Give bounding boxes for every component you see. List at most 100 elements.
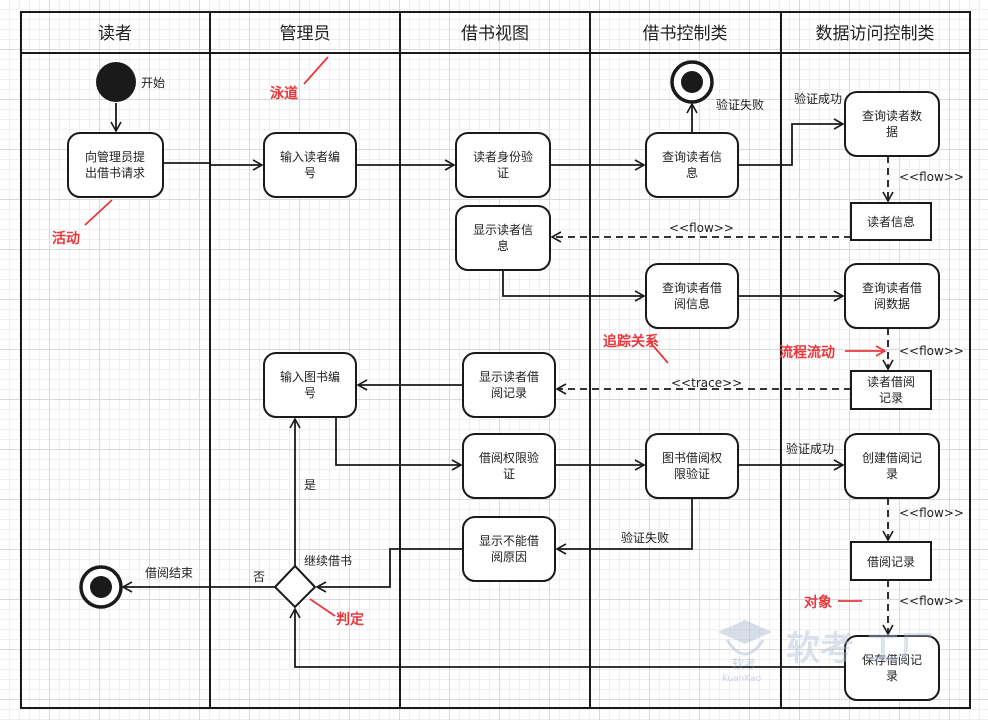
flow-query-info-to-data — [738, 118, 845, 166]
activity-verify-identity[interactable] — [455, 132, 551, 198]
activity-save-record-line2: 录 — [886, 669, 898, 683]
activity-verify-identity-line1: 读者身份验 — [473, 149, 533, 164]
activity-show-reason-line1: 显示不能借 — [479, 534, 539, 548]
label-verify-fail-bottom: 验证失败 — [621, 530, 669, 545]
lane-header-borrow-controller: 借书控制类 — [643, 24, 728, 44]
label-verify-success-top: 验证成功 — [794, 91, 842, 106]
activity-query-borrow-data-line1: 查询读者借 — [862, 281, 922, 295]
label-flow-3: <<flow>> — [899, 344, 964, 358]
object-reader-info[interactable] — [850, 202, 932, 241]
activity-check-permission[interactable] — [462, 433, 556, 499]
end-node-bottom — [79, 565, 123, 609]
decision-diamond[interactable] — [273, 564, 317, 609]
activities — [67, 91, 940, 701]
flow-book-check-fail-to-reason — [555, 498, 693, 555]
activity-show-reader-info-line2: 息 — [497, 238, 509, 253]
annotation-object: 对象 — [804, 594, 832, 611]
activity-query-borrow-info[interactable] — [645, 263, 739, 329]
annotation-line-trace — [648, 340, 669, 364]
activity-labels: 向管理员提 出借书请求 输入读者编 号 读者身份验 证 查询读者信 息 查询读者… — [85, 108, 922, 683]
activity-create-record[interactable] — [844, 433, 940, 499]
annotation-process-flow: 流程流动 — [779, 344, 835, 361]
activity-query-reader-data-line2: 据 — [886, 125, 898, 139]
activity-show-borrow-record[interactable] — [462, 352, 556, 418]
flow-show-info-to-borrow-info — [502, 270, 646, 302]
watermark-cap-icon — [718, 620, 772, 644]
object-reader-borrow-record[interactable] — [850, 370, 932, 410]
label-flow-1: <<flow>> — [899, 170, 964, 184]
watermark-subtitle: KuanKao — [722, 674, 762, 684]
label-trace: <<trace>> — [671, 376, 742, 390]
activity-save-record[interactable] — [844, 635, 940, 701]
control-flows — [110, 102, 845, 668]
object-flows — [550, 156, 894, 636]
activity-create-record-line2: 录 — [886, 467, 898, 481]
activity-input-reader-line2: 号 — [304, 166, 316, 180]
flow-request-to-input-reader — [163, 159, 264, 171]
object-borrow-record-label: 借阅记录 — [867, 555, 915, 569]
object-reader-borrow-record-line1: 读者借阅 — [867, 375, 915, 389]
activity-show-reason-line2: 阅原因 — [491, 550, 527, 564]
label-continue: 继续借书 — [304, 554, 352, 568]
flow-input-book-to-check — [335, 417, 463, 471]
activity-check-book-permission-line2: 限验证 — [674, 466, 710, 481]
activity-query-borrow-info-line1: 查询读者借 — [662, 281, 722, 295]
activity-show-borrow-record-line1: 显示读者借 — [479, 370, 539, 384]
annotation-swimlane: 泳道 — [270, 85, 298, 102]
watermark-text: 软考 工厂 — [786, 629, 934, 669]
activity-show-reader-info-line1: 显示读者信 — [473, 223, 533, 237]
label-yes: 是 — [304, 478, 316, 492]
annotation-line-swimlane — [303, 56, 329, 85]
activity-show-reason[interactable] — [462, 516, 556, 582]
activity-query-reader-info-line1: 查询读者信 — [662, 150, 722, 164]
watermark-brand: 软考 — [732, 657, 756, 671]
lane-header-borrow-view: 借书视图 — [461, 24, 529, 44]
activity-query-reader-data[interactable] — [844, 91, 940, 157]
start-label: 开始 — [141, 76, 165, 90]
activity-query-borrow-info-line2: 阅信息 — [674, 296, 710, 311]
edge-labels: 验证失败 验证成功 <<flow>> <<flow>> <<flow>> <<t… — [145, 91, 964, 608]
swimlane-frame — [20, 11, 971, 709]
label-verify-fail-top: 验证失败 — [716, 97, 764, 112]
end-node-top — [670, 60, 714, 104]
object-nodes — [850, 202, 932, 581]
activity-save-record-line1: 保存借阅记 — [862, 653, 922, 667]
activity-verify-identity-line2: 证 — [497, 166, 509, 180]
activity-query-reader-data-line1: 查询读者数 — [862, 108, 922, 123]
label-flow-4: <<flow>> — [899, 506, 964, 520]
label-flow-2: <<flow>> — [669, 221, 734, 235]
activity-check-book-permission[interactable] — [645, 433, 739, 499]
activity-query-reader-info[interactable] — [645, 132, 739, 198]
annotation-line-activity — [84, 199, 113, 226]
object-borrow-record[interactable] — [850, 541, 932, 581]
activity-request[interactable] — [67, 132, 164, 198]
activity-check-permission-line1: 借阅权限验 — [479, 450, 539, 465]
annotation-line-decision — [309, 598, 336, 617]
object-reader-borrow-record-line2: 记录 — [879, 391, 903, 405]
activity-query-borrow-data-line2: 阅数据 — [874, 296, 910, 311]
watermark-logo-arc — [725, 639, 765, 656]
label-verify-success-bottom: 验证成功 — [786, 441, 834, 456]
activity-create-record-line1: 创建借阅记 — [862, 451, 922, 465]
activity-check-permission-line2: 证 — [503, 467, 515, 481]
object-reader-info-label: 读者信息 — [867, 214, 915, 229]
activity-check-book-permission-line1: 图书借阅权 — [662, 451, 722, 465]
annotation-trace-relation: 追踪关系 — [603, 333, 659, 350]
activity-show-borrow-record-line2: 阅记录 — [491, 386, 527, 400]
activity-input-book-line1: 输入图书编 — [280, 369, 340, 384]
activity-input-book[interactable] — [263, 352, 357, 418]
label-flow-5: <<flow>> — [899, 594, 964, 608]
activity-input-reader[interactable] — [263, 132, 357, 198]
start-node — [96, 62, 136, 102]
activity-show-reader-info[interactable] — [455, 205, 551, 271]
activity-input-reader-line1: 输入读者编 — [280, 149, 340, 164]
lane-headers: 读者 管理员 借书视图 借书控制类 数据访问控制类 — [98, 24, 935, 44]
activity-query-borrow-data[interactable] — [844, 263, 940, 329]
activity-input-book-line2: 号 — [304, 386, 316, 400]
lane-header-reader: 读者 — [98, 24, 132, 44]
watermark: 软考 KuanKao 软考 工厂 — [718, 620, 934, 684]
label-end: 借阅结束 — [145, 566, 193, 580]
activity-request-line2: 出借书请求 — [85, 166, 145, 180]
